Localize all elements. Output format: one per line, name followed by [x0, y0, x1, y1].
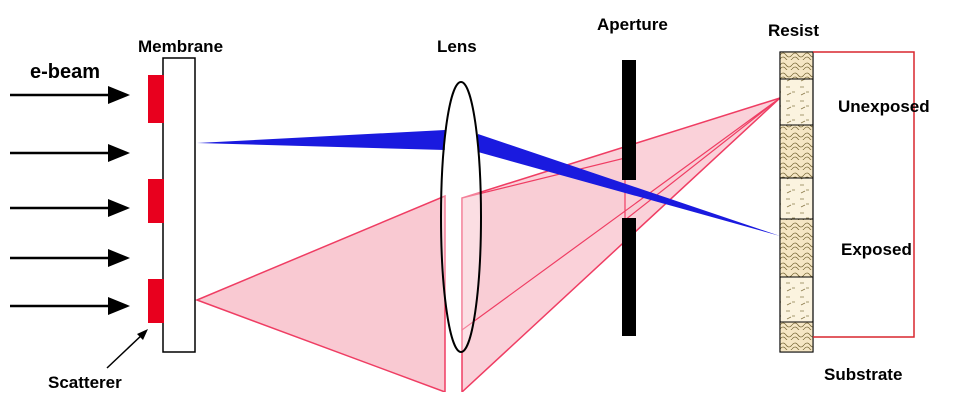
scatterer-pointer-arrow — [106, 329, 148, 369]
aperture-lower-blade — [622, 218, 636, 336]
beam-to-lens — [197, 130, 445, 150]
beam-arrow-2 — [10, 144, 130, 162]
beam-arrow-5 — [10, 297, 130, 315]
incident-beam-arrows — [10, 86, 130, 315]
lens-shape — [440, 81, 482, 353]
scattered-electrons-cone — [194, 97, 781, 394]
aperture-plate — [622, 60, 636, 336]
resist-exposed-band-4 — [779, 321, 814, 353]
substrate-bracket — [813, 51, 915, 338]
beam-arrow-3 — [10, 199, 130, 217]
label-substrate: Substrate — [824, 365, 902, 384]
scatterer-2 — [148, 179, 164, 223]
beam-arrow-4 — [10, 249, 130, 267]
scattered-cone-blocked — [461, 97, 781, 332]
label-membrane: Membrane — [138, 37, 223, 56]
resist-exposed-band-3 — [779, 218, 814, 278]
label-aperture: Aperture — [597, 15, 668, 34]
label-ebeam: e-beam — [30, 61, 100, 83]
resist-column — [779, 51, 814, 353]
label-resist: Resist — [768, 21, 819, 40]
scatterers — [148, 75, 164, 323]
beam-to-resist — [478, 134, 780, 236]
resist-exposed-band-1 — [779, 51, 814, 80]
label-unexposed: Unexposed — [838, 97, 930, 116]
unscattered-beam — [197, 130, 780, 236]
aperture-upper-blade — [622, 60, 636, 180]
scatterer-1 — [148, 75, 164, 123]
label-exposed: Exposed — [841, 240, 912, 259]
label-lens: Lens — [437, 37, 477, 56]
resist-exposed-band-2 — [779, 124, 814, 179]
beam-arrow-1 — [10, 86, 130, 104]
resist-body — [779, 51, 814, 353]
scattered-cone-incoming — [194, 194, 446, 394]
label-scatterer: Scatterer — [48, 373, 122, 392]
scatterer-3 — [148, 279, 164, 323]
membrane-shape — [162, 57, 196, 353]
